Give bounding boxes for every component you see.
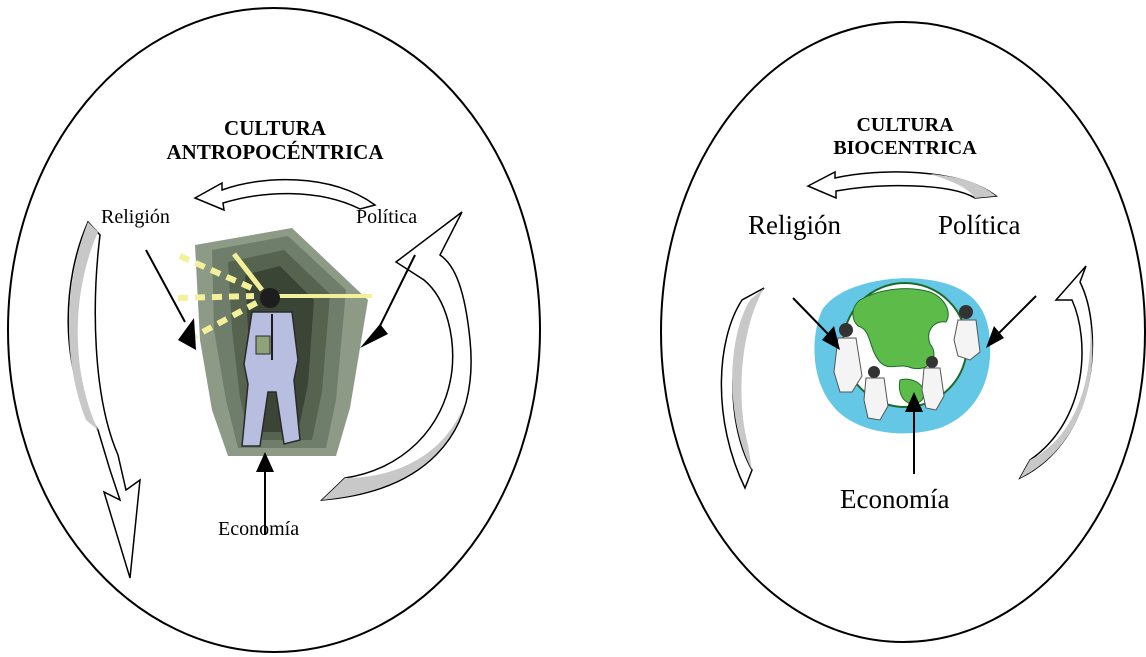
anthropocentric-panel xyxy=(7,7,541,653)
left-label-religion: Religión xyxy=(101,206,170,228)
left-side-arrow-shade xyxy=(68,222,98,430)
left-title-line2: ANTROPOCÉNTRICA xyxy=(166,140,384,165)
left-title: CULTURA ANTROPOCÉNTRICA xyxy=(130,116,420,164)
right-title-line1: CULTURA xyxy=(856,114,954,136)
biocentric-panel xyxy=(660,21,1146,643)
right-title-line2: BIOCENTRICA xyxy=(833,137,977,159)
right-label-politica: Política xyxy=(938,210,1021,240)
right-outer-ellipse xyxy=(660,21,1146,643)
right-label-economia: Economía xyxy=(840,484,950,514)
left-side-cycle-arrow-icon xyxy=(67,220,141,579)
left-pointer-arrows xyxy=(145,249,416,535)
right-side-arrow-shade xyxy=(322,400,466,500)
right-left-arrow-shade xyxy=(732,288,764,470)
businessman-clipart-icon xyxy=(177,228,372,456)
right-right-arrow-shade xyxy=(1020,320,1093,478)
left-label-economia: Economía xyxy=(218,518,300,540)
right-title: CULTURA BIOCENTRICA xyxy=(795,114,1015,160)
right-top-arrow-shade xyxy=(930,174,996,198)
right-pointer-arrows xyxy=(792,295,1037,474)
left-outer-ellipse xyxy=(7,7,541,653)
left-label-politica: Política xyxy=(356,206,418,228)
right-label-religion: Religión xyxy=(748,210,841,240)
left-title-line1: CULTURA xyxy=(224,116,326,140)
left-top-cycle-arrow-icon xyxy=(193,178,377,212)
right-side-cycle-arrow-icon xyxy=(319,211,472,501)
globe-with-people-clipart-icon xyxy=(814,278,991,434)
